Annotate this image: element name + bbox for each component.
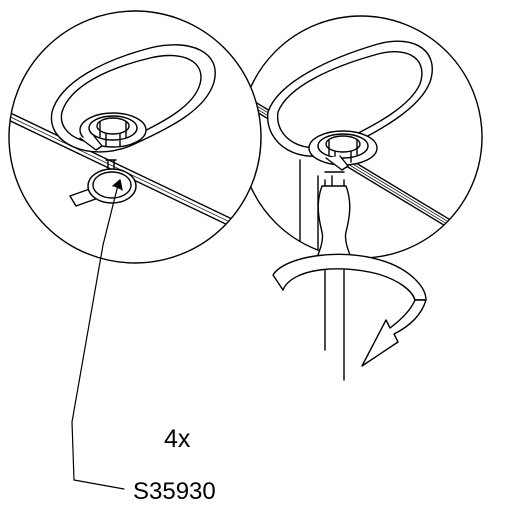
right-detail-view [239, 15, 483, 259]
fastener-tab [79, 135, 103, 151]
fastener-detail [99, 121, 127, 147]
rotation-arrow-head [361, 299, 427, 367]
fastener-detail [328, 139, 358, 163]
fastener-tab [325, 155, 349, 171]
leader-arrowhead [112, 179, 123, 191]
leader-line [71, 244, 125, 490]
part-leader-line [71, 179, 125, 490]
screwdriver-handle [315, 185, 353, 261]
fastener-ring-inner [88, 115, 138, 141]
locking-pin [105, 159, 117, 171]
rotate-clockwise-arrow-icon [272, 253, 427, 367]
leader-arrow-shaft [102, 184, 119, 246]
screwdriver [315, 171, 353, 381]
fastener-ring-inner [317, 133, 369, 159]
cap-inner [92, 171, 132, 199]
fastener-head [325, 135, 361, 153]
teardrop-slot [267, 40, 433, 157]
part-number-label: S35930 [133, 478, 216, 505]
left-detail-view [8, 10, 262, 264]
rotation-arrow-band [272, 253, 427, 301]
fastener-head [96, 117, 130, 135]
quantity-label: 4x [164, 425, 191, 453]
